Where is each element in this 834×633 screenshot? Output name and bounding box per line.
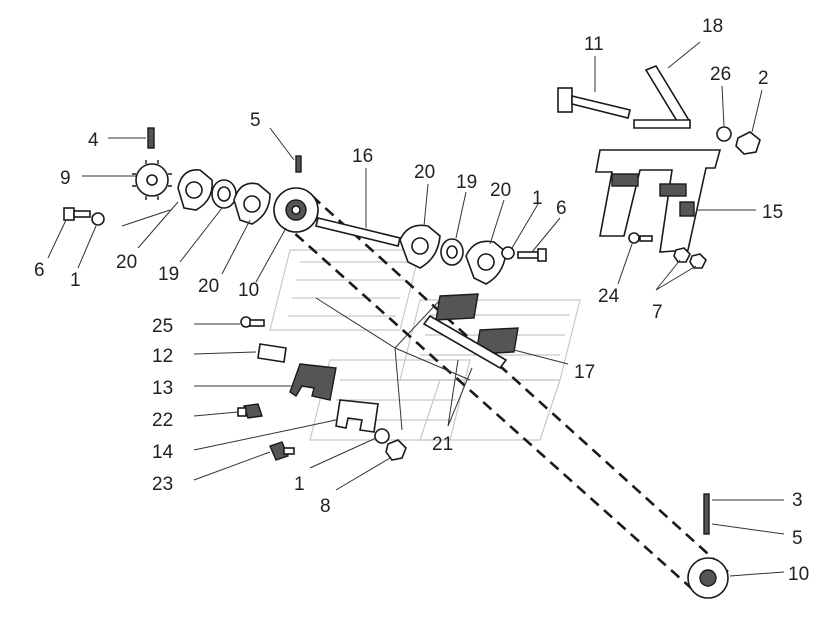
label-1-mid: 1	[532, 188, 543, 209]
clip-12	[257, 343, 287, 363]
label-21: 21	[432, 434, 453, 455]
bearing-19-mid	[440, 238, 464, 266]
label-1-lower: 1	[294, 474, 305, 495]
label-26: 26	[710, 64, 731, 85]
fitting-22	[237, 403, 263, 419]
shaft-16	[315, 217, 401, 247]
pin-4	[147, 127, 155, 149]
pin-5-upper	[295, 155, 302, 173]
leader-lines	[47, 41, 785, 577]
label-9: 9	[60, 168, 71, 189]
washer-26	[716, 126, 732, 142]
label-11: 11	[584, 34, 604, 55]
nut-2	[735, 131, 761, 155]
washer-1-left	[91, 212, 105, 226]
bolt-11	[557, 87, 631, 119]
label-13: 13	[152, 378, 173, 399]
label-5-lower: 5	[792, 528, 803, 549]
sprocket-10-upper	[273, 187, 319, 233]
label-6-mid: 6	[556, 198, 567, 219]
label-14: 14	[152, 442, 174, 463]
label-20-left: 20	[116, 252, 137, 273]
bracket-15	[595, 149, 722, 253]
label-19-mid: 19	[456, 172, 477, 193]
label-1-left: 1	[70, 270, 81, 291]
label-20-mid-2: 20	[490, 180, 511, 201]
bolt-23	[269, 441, 295, 461]
label-16: 16	[352, 146, 373, 167]
label-19-left: 19	[158, 264, 179, 285]
label-22: 22	[152, 410, 173, 431]
label-15: 15	[762, 202, 783, 223]
plate-13	[289, 363, 337, 401]
washer-1-mid	[501, 246, 515, 260]
pin-3-5-lower	[703, 493, 710, 535]
tensioner-17	[422, 293, 519, 370]
washer-1-lower	[374, 428, 390, 444]
label-24: 24	[598, 286, 620, 307]
label-12: 12	[152, 346, 173, 367]
rod-18	[633, 65, 692, 129]
linkage-rods	[121, 209, 471, 431]
label-23: 23	[152, 474, 173, 495]
bolt-25	[240, 316, 265, 328]
label-7: 7	[652, 302, 663, 323]
callout-labels: 11 18 26 2 4 9 5 16 20 19 20 1 6 15 6 1 …	[34, 16, 809, 585]
label-4: 4	[88, 130, 99, 151]
nut-7a	[673, 247, 691, 263]
label-20-left-2: 20	[198, 276, 219, 297]
background-watermark	[269, 249, 581, 441]
drive-chain	[281, 195, 729, 597]
flange-20-mid	[399, 224, 441, 269]
flange-20-left-2	[233, 182, 271, 225]
label-6-left: 6	[34, 260, 45, 281]
bolt-6-left	[63, 207, 91, 221]
label-3: 3	[792, 490, 803, 511]
label-2: 2	[758, 68, 769, 89]
flange-20-left	[177, 169, 213, 211]
bolt-24	[628, 232, 653, 244]
label-18: 18	[702, 16, 723, 37]
nut-8	[385, 439, 407, 461]
bolt-6-mid	[517, 248, 547, 262]
label-17: 17	[574, 362, 595, 383]
sprocket-9	[132, 160, 172, 200]
label-8: 8	[320, 496, 331, 517]
sprocket-10-lower	[687, 557, 729, 599]
label-5-upper: 5	[250, 110, 261, 131]
label-20-mid: 20	[414, 162, 435, 183]
label-10-upper: 10	[238, 280, 259, 301]
bearing-19-left	[211, 179, 237, 209]
label-25: 25	[152, 316, 173, 337]
bracket-14	[335, 399, 379, 433]
label-10-lower: 10	[788, 564, 809, 585]
nut-7b	[689, 253, 707, 269]
flange-20-mid-2	[465, 240, 507, 285]
